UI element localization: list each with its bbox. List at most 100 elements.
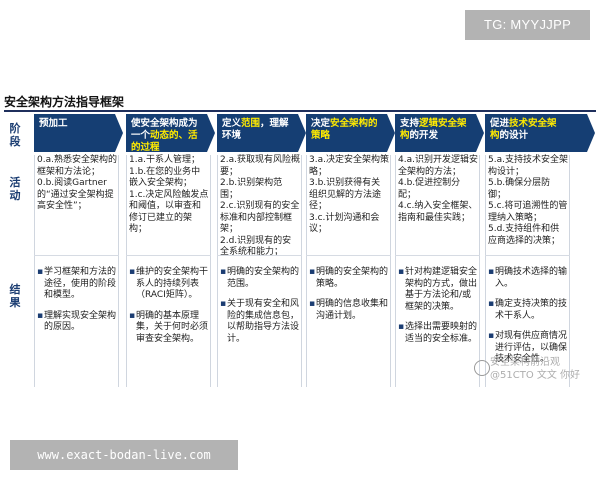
phase-chevron-3: [306, 114, 395, 152]
activity-list: 3.a.决定安全架构策略；3.b.识别获得有关组织见解的方法途径；3.c.计划沟…: [309, 155, 389, 236]
activity-list: 2.a.获取现有风险概要；2.b.识别架构范围；2.c.识别现有的安全标准和内部…: [220, 155, 300, 259]
activity-item: 4.a.识别开发逻辑安全架构的方法；: [398, 155, 478, 177]
activity-list: 1.a.干系人管理；1.b.在您的业务中嵌入安全架构；1.c.决定风险触发点和阈…: [129, 155, 209, 236]
phase-header-1: 使安全架构成为一个动态的、活的过程: [131, 118, 206, 154]
column-body: [395, 155, 480, 387]
phase-column-2: 2.a.获取现有风险概要；2.b.识别架构范围；2.c.识别现有的安全标准和内部…: [217, 155, 302, 387]
phase-header-5: 促进技术安全架构的设计: [490, 118, 565, 142]
phase-chevron-2: [217, 114, 306, 152]
column-body: [306, 155, 391, 387]
phase-header-pre-5: 促进: [490, 118, 510, 129]
bullet-icon: ▪: [220, 267, 227, 277]
phase-column-3: 3.a.决定安全架构策略；3.b.识别获得有关组织见解的方法途径；3.c.计划沟…: [306, 155, 391, 387]
bullet-icon: ▪: [37, 267, 44, 277]
result-text: 针对构建逻辑安全架构的方式，做出基于方法论和/或框架的决策。: [405, 267, 478, 312]
phase-header-hl-5: 技术安全架构: [490, 118, 557, 141]
phase-header-pre-2: 定义: [222, 118, 242, 129]
activity-item: 2.a.获取现有风险概要；: [220, 155, 300, 177]
row-label-phase: 阶段: [9, 122, 21, 148]
bullet-icon: ▪: [488, 267, 495, 277]
url-overlay-label: www.exact-bodan-live.com: [10, 440, 238, 470]
phase-header-4: 支持逻辑安全架构的开发: [400, 118, 475, 142]
activity-item: 4.b.促进控制分配；: [398, 178, 461, 200]
result-text: 对现有供应商情况进行评估，以确保技术安全性。: [495, 331, 568, 364]
result-list: ▪明确技术选择的输入。▪确定支持决策的技术干系人。▪对现有供应商情况进行评估，以…: [488, 267, 568, 375]
phase-header-post-5: 的设计: [499, 130, 529, 141]
result-item: ▪明确的安全架构的范围。: [220, 267, 300, 290]
bullet-icon: ▪: [220, 299, 227, 309]
watermark-line-2: @51CTO 文文 你好: [490, 370, 581, 381]
result-list: ▪明确的安全架构的范围。▪关于现有安全和风险的集成信息包，以帮助指导方法设计。: [220, 267, 300, 354]
result-list: ▪明确的安全架构的策略。▪明确的信息收集和沟通计划。: [309, 267, 389, 331]
column-body: [126, 155, 211, 387]
bullet-icon: ▪: [398, 322, 405, 332]
result-text: 明确的安全架构的策略。: [316, 267, 389, 289]
bullet-icon: ▪: [129, 267, 136, 277]
title-underline: [4, 110, 596, 112]
phase-chevron-4: [395, 114, 484, 152]
result-item: ▪选择出需要映射的适当的安全标准。: [398, 322, 478, 345]
result-list: ▪维护的安全架构干系人的持续列表（RACI矩阵）。 ▪明确的基本原理集，关于何时必…: [129, 267, 209, 354]
activity-item: 1.c.决定风险触发点和阈值，以审查和修订已建立的架构；: [129, 189, 209, 235]
phase-header-pre-0: 预加工: [39, 118, 68, 129]
result-item: ▪明确的基本原理集，关于何时必须审查安全架构。: [129, 311, 209, 346]
activity-list: 0.a.熟悉安全架构的框架和方法论；0.b.阅读Gartner的“通过安全架构提…: [37, 155, 117, 213]
result-text: 明确的安全架构的范围。: [227, 267, 300, 289]
phase-header-hl-3: 安全架构的策略: [311, 118, 378, 141]
bullet-icon: ▪: [488, 299, 495, 309]
phase-header-hl-1: 动态的、活的过程: [131, 130, 198, 153]
activity-item: 1.a.干系人管理；: [129, 155, 200, 165]
activity-item: 5.a.支持技术安全架构设计；: [488, 155, 568, 177]
result-item: ▪关于现有安全和风险的集成信息包，以帮助指导方法设计。: [220, 299, 300, 345]
activity-item: 3.a.决定安全架构策略；: [309, 155, 389, 177]
phase-header-post-2: ，理解环境: [222, 118, 289, 141]
bullet-icon: ▪: [488, 331, 495, 341]
page-title: 安全架构方法指导框架: [4, 95, 125, 109]
result-text: 理解实现安全架构的原因。: [44, 310, 117, 333]
activity-item: 5.b.确保分层防御；: [488, 178, 551, 200]
bullet-icon: ▪: [309, 299, 316, 309]
activity-item: 5.c.将可追溯性的管理纳入策略；: [488, 201, 568, 223]
bullet-icon: ▪: [129, 310, 136, 321]
phase-header-pre-4: 支持: [400, 118, 420, 129]
phase-header-hl-4: 逻辑安全架构: [400, 118, 467, 141]
phase-column-1: 1.a.干系人管理；1.b.在您的业务中嵌入安全架构；1.c.决定风险触发点和阈…: [126, 155, 211, 387]
bullet-icon: ▪: [37, 310, 44, 321]
result-text: 确定支持决策的技术干系人。: [495, 299, 568, 321]
section-divider: [395, 255, 480, 256]
section-divider: [306, 255, 391, 256]
bullet-icon: ▪: [398, 267, 405, 277]
section-divider: [217, 255, 302, 256]
row-label-result: 结果: [9, 283, 21, 309]
tg-overlay-label: TG: MYYJJPP: [465, 10, 590, 40]
watermark: 安全架构前沿观 @51CTO 文文 你好: [490, 356, 580, 382]
result-list: ▪学习框架和方法的途径，使用的阶段和模型。▪理解实现安全架构的原因。: [37, 267, 117, 343]
phase-header-pre-1: 使安全架构成为一个: [131, 118, 198, 141]
result-item: ▪明确的安全架构的策略。: [309, 267, 389, 290]
result-text: 学习框架和方法的途径，使用的阶段和模型。: [44, 267, 117, 300]
result-text: 关于现有安全和风险的集成信息包，以帮助指导方法设计。: [227, 299, 300, 344]
activity-item: 0.b.阅读Gartner的“通过安全架构提高安全性”；: [37, 178, 114, 211]
phase-chevron-1: [126, 114, 215, 152]
result-text: 选择出需要映射的适当的安全标准。: [405, 322, 478, 344]
phase-column-5: 5.a.支持技术安全架构设计；5.b.确保分层防御；5.c.将可追溯性的管理纳入…: [485, 155, 570, 387]
activity-item: 0.a.熟悉安全架构的框架和方法论；: [37, 155, 117, 177]
phase-column-0: 0.a.熟悉安全架构的框架和方法论；0.b.阅读Gartner的“通过安全架构提…: [34, 155, 119, 387]
phase-header-hl-2: 范围: [241, 118, 261, 129]
result-text: 明确的信息收集和沟通计划。: [316, 299, 389, 321]
result-text: 维护的安全架构干系人的持续列表（RACI矩阵）。: [136, 267, 209, 300]
result-item: ▪对现有供应商情况进行评估，以确保技术安全性。: [488, 331, 568, 366]
row-label-activity: 活动: [9, 176, 21, 202]
bullet-icon: ▪: [309, 267, 316, 277]
result-item: ▪学习框架和方法的途径，使用的阶段和模型。: [37, 267, 117, 302]
phase-header-3: 决定安全架构的策略: [311, 118, 386, 142]
watermark-icon: [474, 360, 490, 376]
activity-item: 2.d.识别现有的安全系统和能力；: [220, 235, 292, 258]
result-item: ▪维护的安全架构干系人的持续列表（RACI矩阵）。: [129, 267, 209, 302]
column-body: [217, 155, 302, 387]
phase-header-2: 定义范围，理解环境: [222, 118, 297, 142]
activity-item: 5.d.支持组件和供应商选择的决策；: [488, 224, 561, 246]
section-divider: [126, 255, 211, 256]
phase-chevron-5: [485, 114, 595, 152]
activity-list: 4.a.识别开发逻辑安全架构的方法；4.b.促进控制分配；4.c.纳入安全框架、…: [398, 155, 478, 224]
